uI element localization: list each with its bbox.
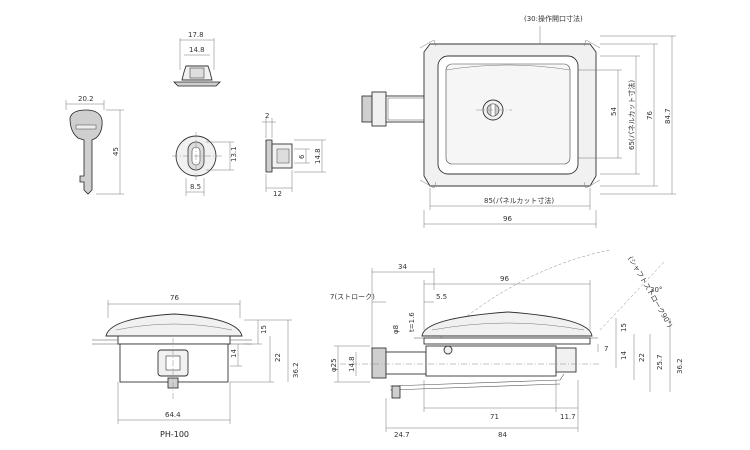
model-label: PH-100 <box>160 430 189 439</box>
dim-br-257: 25.7 <box>656 354 664 370</box>
front-view: (30:操作開口寸法) 85(パネルカット寸法) 96 54 65(パネルカット… <box>361 14 676 228</box>
dim-br-15: 15 <box>620 323 628 332</box>
dim-br-t16: t=1.6 <box>408 312 416 332</box>
dim-overall-height: 84.7 <box>664 108 672 124</box>
dim-handle-height: 54 <box>610 107 618 116</box>
dim-br-247: 24.7 <box>394 431 410 439</box>
dim-cyl-core: 6 <box>298 154 306 159</box>
dim-br-117: 11.7 <box>560 413 576 421</box>
dim-br-stroke: 7(ストローク) <box>330 293 375 301</box>
dim-br-14: 14 <box>620 351 628 360</box>
dim-br-34: 34 <box>398 263 407 271</box>
dim-panel-cut-width: 85(パネルカット寸法) <box>484 196 554 205</box>
cylinder-face-view: 13.1 8.5 <box>172 132 238 196</box>
dim-cyl-lip: 2 <box>265 112 269 120</box>
dim-br-angle: 30° <box>650 286 662 294</box>
dim-br-362: 36.2 <box>676 358 684 374</box>
dim-bl-base: 64.4 <box>165 411 181 419</box>
dim-bl-22: 22 <box>274 353 282 362</box>
dim-br-phi8: φ8 <box>392 325 400 334</box>
dim-bl-15: 15 <box>260 325 268 334</box>
dim-br-arc-label: (シャフトストローク90°) <box>626 255 673 329</box>
dim-panel-cut-height: 65(パネルカット寸法) <box>627 80 636 150</box>
dim-bl-14: 14 <box>230 349 238 358</box>
dim-br-55: 5.5 <box>436 293 447 301</box>
dim-cyl-height: 14.8 <box>314 148 322 164</box>
dim-br-96: 96 <box>500 275 509 283</box>
dim-bl-width: 76 <box>170 294 179 302</box>
dim-cyl-offset: 8.5 <box>190 183 201 191</box>
dim-br-148: 14.8 <box>348 356 356 372</box>
dim-br-84: 84 <box>498 431 507 439</box>
dim-bl-36: 36.2 <box>292 362 300 378</box>
side-view-left: 76 15 14 22 36.2 64.4 PH-100 <box>92 294 300 439</box>
dim-br-7: 7 <box>604 345 608 353</box>
dim-cyl-face-height: 13.1 <box>230 146 238 162</box>
dim-cyl-outer: 17.8 <box>188 31 204 39</box>
dim-br-22: 22 <box>638 353 646 362</box>
dim-op-opening: (30:操作開口寸法) <box>524 14 583 23</box>
side-view-right: 34 96 7(ストローク) 5.5 30° (シャフトストローク90°) φ8… <box>330 249 684 439</box>
dim-key-height: 45 <box>112 147 120 156</box>
cylinder-top-view: 17.8 14.8 <box>173 31 221 87</box>
key-view: 20.2 45 <box>65 95 124 195</box>
dim-body-height: 76 <box>646 111 654 120</box>
dim-br-71: 71 <box>490 413 499 421</box>
dim-key-width: 20.2 <box>78 95 94 103</box>
dim-cyl-inner: 14.8 <box>189 46 205 54</box>
cylinder-side-view: 2 12 6 14.8 <box>262 112 326 198</box>
dim-overall-width: 96 <box>503 215 512 223</box>
dim-br-phi25: φ25 <box>330 358 338 372</box>
dim-cyl-depth: 12 <box>273 190 282 198</box>
